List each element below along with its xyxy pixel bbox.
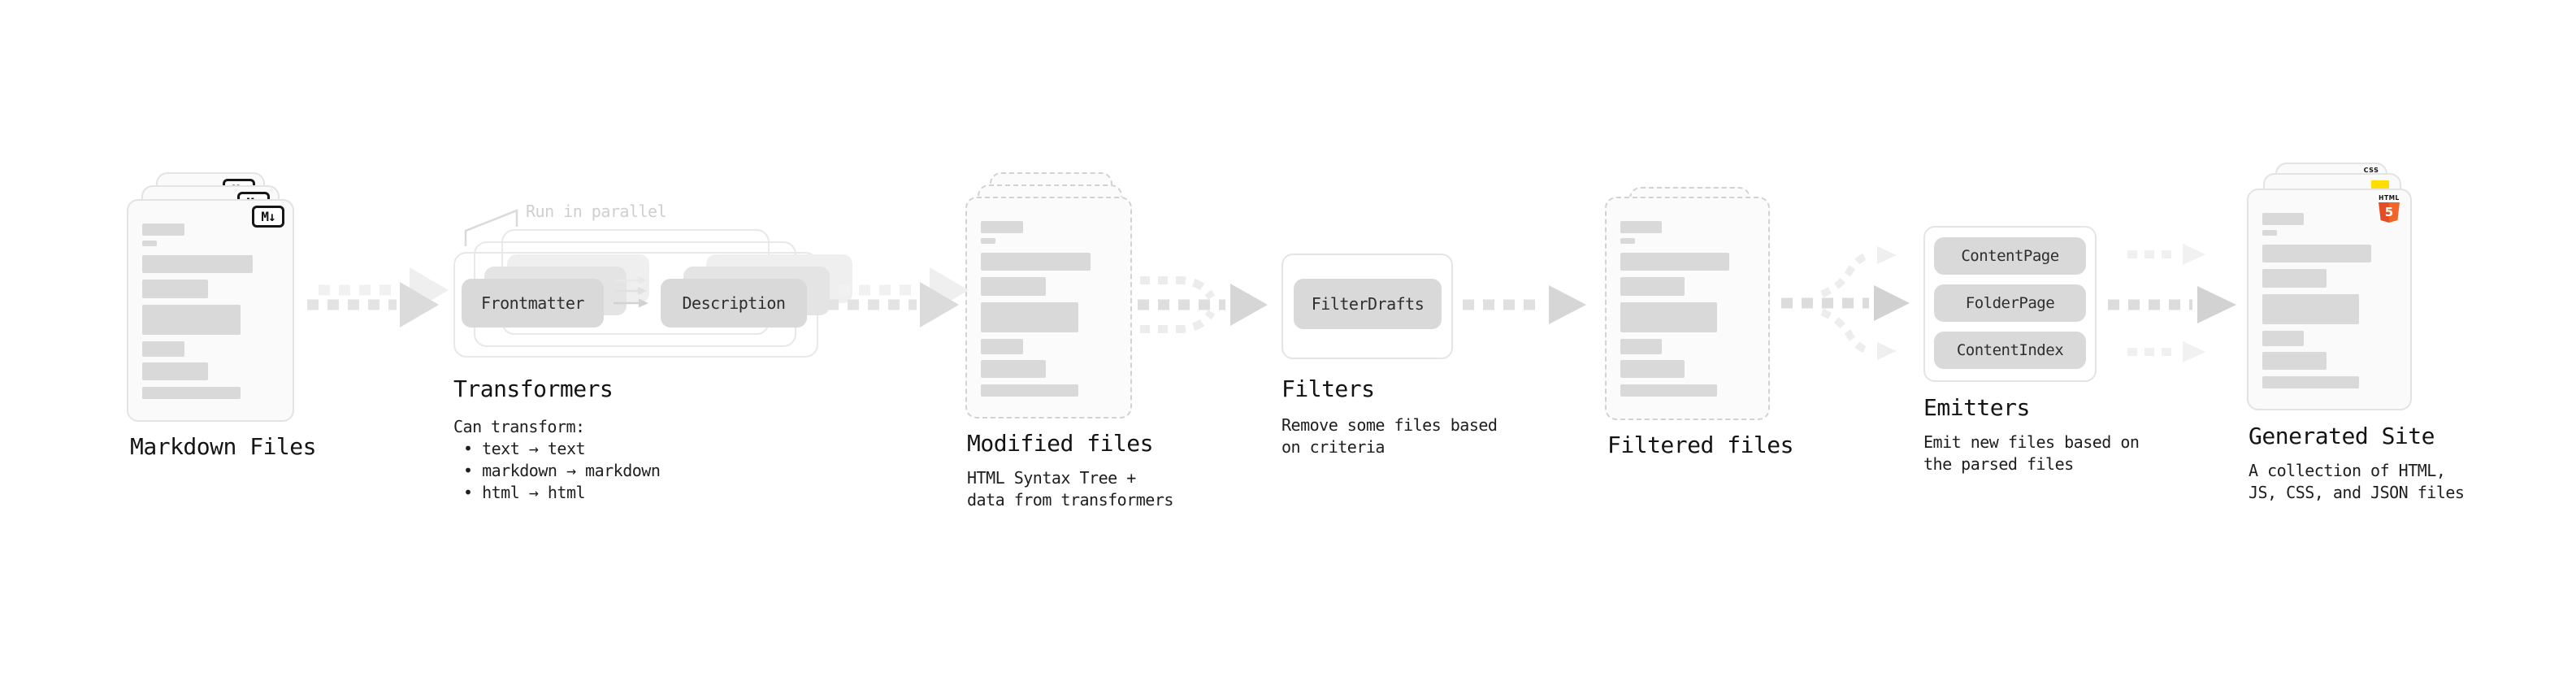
contentpage-pill: ContentPage [1934,237,2086,275]
generated-site-description: A collection of HTML, JS, CSS, and JSON … [2249,460,2465,504]
arrow-filters-to-filtered [1463,285,1586,324]
doc-text-bar [981,339,1023,354]
doc-text-bar [1620,277,1685,296]
html5-icon: HTML 5 [2379,194,2400,223]
doc-text-bar [142,362,208,380]
stage-generated-site: CSS HTML 5 Generated Site A collection o… [2247,163,2465,504]
doc-text-placeholder [1620,221,1754,397]
doc-text-bar [142,341,185,357]
doc-text-bar [2262,352,2327,370]
transformers-description: Can transform: • text → text • markdown … [453,416,661,504]
filters-description: Remove some files based on criteria [1281,414,1498,458]
doc-text-bar [2262,269,2327,288]
doc-text-bar [981,253,1091,271]
doc-text-bar [981,360,1047,378]
doc-text-bar [1620,384,1717,397]
generated-site-label: Generated Site [2249,423,2435,449]
bullet-line: • html → html [463,483,586,502]
bullet-line: • text → text [463,439,586,458]
doc-text-bar [1620,339,1663,354]
stage-transformers: Run in parallel Frontmatter Description … [453,177,852,518]
filters-label: Filters [1281,375,1375,402]
doc-text-bar [2262,230,2278,236]
doc-text-bar [1620,238,1636,244]
desc-line: A collection of HTML, [2249,461,2446,480]
arrow-emitters-to-generated [2108,244,2236,362]
emitters-label: Emitters [1923,394,2030,421]
html5-number: 5 [2384,205,2394,219]
modified-files-description: HTML Syntax Tree + data from transformer… [967,467,1173,511]
run-in-parallel-callout: Run in parallel [526,202,667,221]
stage-filters: FilterDrafts Filters Remove some files b… [1281,254,1498,481]
stage-filtered-files: Filtered files [1605,187,1794,479]
doc-text-bar [981,302,1079,332]
desc-line: Emit new files based on [1923,432,2140,452]
doc-text-bar [981,238,996,244]
desc-line: Remove some files based [1281,415,1498,435]
desc-line: the parsed files [1923,454,2074,474]
doc-text-bar [142,280,208,298]
generated-card-html: HTML 5 [2247,189,2412,410]
stage-modified-files: Modified files HTML Syntax Tree + data f… [965,172,1173,514]
desc-line: JS, CSS, and JSON files [2249,483,2465,502]
transformers-label: Transformers [453,375,614,402]
desc-line: data from transformers [967,490,1173,510]
doc-text-bar [1620,221,1663,233]
doc-text-bar [1620,302,1717,332]
doc-text-bar [2262,294,2359,324]
frontmatter-pill: Frontmatter [462,279,604,327]
arrow-modified-to-filters-merge [1138,276,1268,333]
filters-box [1281,254,1453,359]
modified-file-card-front [965,197,1132,419]
filtered-file-card-front [1605,197,1770,420]
modified-file-stack [965,172,1132,420]
html5-word: HTML [2379,194,2400,202]
desc-line: on criteria [1281,437,1385,457]
markdown-file-card-front: M↓ [127,199,294,422]
doc-text-placeholder [981,221,1117,397]
folderpage-pill: FolderPage [1934,284,2086,322]
doc-text-bar [2262,376,2359,388]
doc-text-bar [2262,331,2305,346]
javascript-icon [2371,180,2389,190]
doc-text-bar [2262,213,2305,225]
markdown-file-stack: M↓ M↓ M↓ [127,172,294,423]
doc-text-bar [981,221,1023,233]
doc-text-bar [142,223,185,236]
doc-text-placeholder [2262,213,2396,388]
doc-text-bar [142,387,241,399]
markdown-icon: M↓ [252,206,284,228]
doc-text-bar [142,305,241,335]
contentindex-pill: ContentIndex [1934,332,2086,369]
markdown-files-label: Markdown Files [130,433,317,460]
desc-line: HTML Syntax Tree + [967,468,1136,488]
arrow-filtered-to-emitters-split [1781,246,1910,360]
arrow-markdown-to-transformers [307,267,449,327]
emitters-box [1923,226,2097,382]
filterdrafts-pill: FilterDrafts [1294,279,1442,329]
filtered-file-stack [1605,187,1770,422]
stage-emitters: ContentPage FolderPage ContentIndex Emit… [1923,226,2140,486]
filtered-files-label: Filtered files [1607,432,1794,458]
modified-files-label: Modified files [967,430,1154,457]
doc-text-bar [1620,360,1685,378]
doc-text-bar [981,277,1047,296]
doc-text-placeholder [142,223,279,399]
bullet-line: • markdown → markdown [463,461,661,480]
transformer-box-stack: Frontmatter Description [453,229,852,358]
stage-markdown-files: M↓ M↓ M↓ Markdown Files [127,172,317,460]
doc-text-bar [142,255,254,273]
css-word: CSS [2363,167,2379,174]
html5-shield: 5 [2379,202,2400,223]
doc-text-bar [2262,245,2371,262]
emitters-description: Emit new files based on the parsed files [1923,432,2140,475]
generated-site-stack: CSS HTML 5 [2247,163,2412,412]
can-transform-line: Can transform: [453,417,585,436]
doc-text-bar [1620,253,1729,271]
doc-text-bar [142,241,158,246]
doc-text-bar [981,384,1079,397]
description-pill: Description [661,279,807,327]
